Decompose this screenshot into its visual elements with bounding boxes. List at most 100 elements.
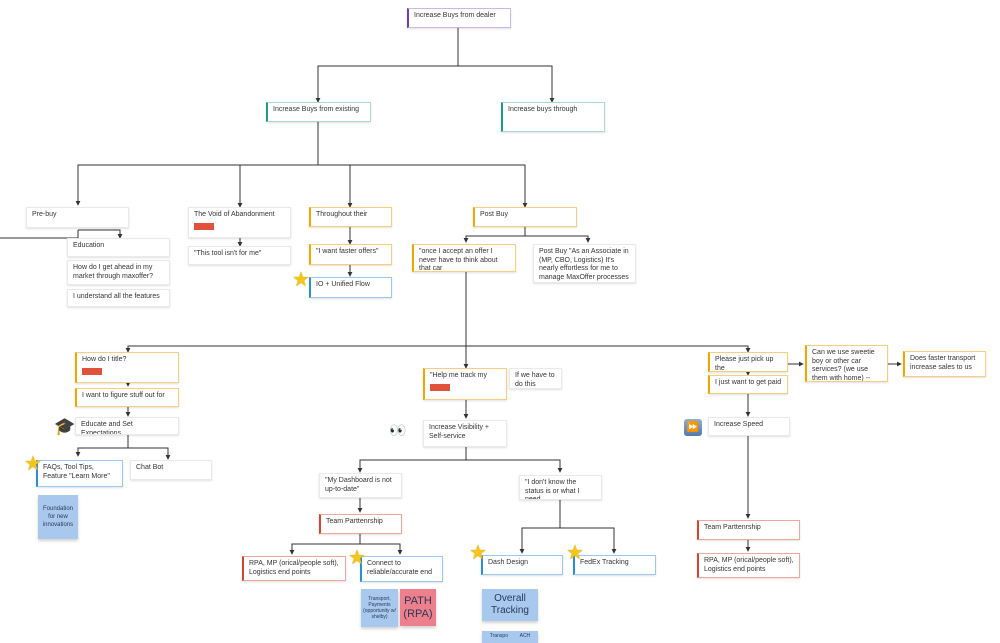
- fast-forward-icon: ⏩: [684, 419, 702, 436]
- node-dash-design[interactable]: Dash Design: [481, 555, 563, 575]
- node-dashboard[interactable]: "My Dashboard is not up-to-date": [319, 473, 402, 498]
- node-team2-label: Team Parttenrship: [704, 524, 761, 531]
- node-connect[interactable]: Connect to reliable/accurate end: [360, 556, 443, 582]
- node-through[interactable]: Increase buys through: [501, 102, 605, 132]
- node-paid-label: I just want to get paid: [715, 379, 782, 386]
- node-associate-label: Post Buy "As an Associate in (MP, CBO, L…: [539, 248, 629, 281]
- node-track[interactable]: "Help me track my: [423, 368, 507, 400]
- node-rpa2-label: RPA, MP (orical/people soft), Logistics …: [704, 557, 794, 573]
- node-features[interactable]: I understand all the features: [67, 289, 170, 307]
- connector-existing-branches: [75, 122, 319, 206]
- node-accept[interactable]: "once I accept an offer I never have to …: [412, 244, 516, 272]
- eyes-icon: 👀: [389, 422, 407, 438]
- node-throughout-label: Throughout their: [316, 211, 368, 218]
- node-pickup[interactable]: Please just pick up the: [708, 352, 788, 372]
- star-icon: ★: [348, 547, 366, 569]
- node-faster-offers[interactable]: "I want faster offers": [309, 244, 392, 265]
- node-educate[interactable]: Educate and Set Expectations: [75, 417, 179, 435]
- node-paid[interactable]: I just want to get paid: [708, 375, 788, 394]
- star-icon: ★: [469, 542, 487, 564]
- node-faqs-label: FAQs, Tool Tips, Feature "Learn More": [43, 464, 110, 480]
- sticky-partial-a: Transpo: [489, 633, 508, 639]
- node-team1-label: Team Parttenrship: [326, 518, 383, 525]
- redacted-bar: [82, 367, 102, 375]
- connector-root-through: [458, 65, 555, 103]
- node-fedex[interactable]: FedEx Tracking: [573, 555, 656, 575]
- node-education-label: Education: [73, 242, 105, 249]
- node-transport[interactable]: Does faster transport increase sales to …: [903, 351, 986, 377]
- node-connect-label: Connect to reliable/accurate end: [367, 560, 432, 576]
- node-features-label: I understand all the features: [73, 293, 160, 300]
- star-icon: ★: [24, 453, 42, 475]
- node-team2[interactable]: Team Parttenrship: [697, 520, 800, 540]
- node-team1[interactable]: Team Parttenrship: [319, 514, 402, 534]
- node-fedex-label: FedEx Tracking: [580, 559, 629, 566]
- node-dont-know[interactable]: "I don't know the status is or what I ne…: [519, 475, 602, 500]
- sticky-transport-payments[interactable]: Transport, Payments (opportunity w/ shel…: [361, 589, 398, 627]
- node-dont-know-label: "I don't know the status is or what I ne…: [525, 479, 580, 500]
- node-track-label: "Help me track my: [430, 372, 487, 379]
- node-chatbot[interactable]: Chat Bot: [130, 460, 212, 480]
- node-chatbot-label: Chat Bot: [136, 464, 164, 471]
- node-sweetie-label: Can we use sweetie boy or other car serv…: [812, 349, 875, 382]
- node-throughout[interactable]: Throughout their: [309, 207, 392, 227]
- redacted-bar: [194, 222, 214, 230]
- star-icon: ★: [566, 542, 584, 564]
- node-root-label: Increase Buys from dealer: [414, 12, 496, 19]
- node-if-we-have[interactable]: If we have to do this: [509, 368, 562, 389]
- node-dash-design-label: Dash Design: [488, 559, 529, 566]
- node-rpa2[interactable]: RPA, MP (orical/people soft), Logistics …: [697, 553, 800, 578]
- node-postbuy[interactable]: Post Buy: [473, 207, 577, 227]
- node-visibility-label: Increase Visibility + Self-service: [429, 424, 489, 440]
- node-tool[interactable]: "This tool isn't for me": [188, 246, 291, 265]
- node-speed[interactable]: Increase Speed: [708, 417, 790, 436]
- sticky-path-label: PATH (RPA): [403, 594, 433, 620]
- node-ahead[interactable]: How do I get ahead in my market through …: [67, 260, 170, 285]
- sticky-partial[interactable]: Transpo ACH: [482, 631, 538, 643]
- node-accept-label: "once I accept an offer I never have to …: [419, 248, 498, 272]
- node-root[interactable]: Increase Buys from dealer: [407, 8, 511, 28]
- sticky-transport-payments-label: Transport, Payments (opportunity w/ shel…: [363, 596, 396, 620]
- node-prebuy[interactable]: Pre-buy: [26, 207, 129, 228]
- node-faqs[interactable]: FAQs, Tool Tips, Feature "Learn More": [36, 460, 123, 487]
- node-existing-label: Increase Buys from existing: [273, 106, 359, 113]
- sticky-overall[interactable]: Overall Tracking: [482, 589, 538, 621]
- node-speed-label: Increase Speed: [714, 421, 764, 428]
- node-title[interactable]: How do I title?: [75, 352, 179, 383]
- node-prebuy-label: Pre-buy: [32, 211, 57, 218]
- sticky-path[interactable]: PATH (RPA): [400, 589, 436, 626]
- node-education[interactable]: Education: [67, 238, 170, 257]
- node-associate[interactable]: Post Buy "As an Associate in (MP, CBO, L…: [533, 244, 636, 283]
- node-void-label: The Void of Abandonment: [194, 211, 275, 218]
- node-figure[interactable]: I want to figure stuff out for: [75, 388, 179, 407]
- connector-root-existing: [315, 28, 459, 103]
- node-figure-label: I want to figure stuff out for: [82, 392, 165, 399]
- redacted-bar: [430, 383, 450, 391]
- sticky-partial-b: ACH: [519, 633, 531, 639]
- node-faster-offers-label: "I want faster offers": [316, 248, 379, 255]
- graduation-cap-icon: 🎓: [54, 417, 76, 436]
- node-if-we-have-label: If we have to do this: [515, 372, 555, 388]
- node-rpa1-label: RPA, MP (orical/people soft), Logistics …: [249, 560, 339, 576]
- node-existing[interactable]: Increase Buys from existing: [266, 102, 371, 122]
- node-pickup-label: Please just pick up the: [715, 356, 774, 372]
- node-void[interactable]: The Void of Abandonment: [188, 207, 291, 238]
- sticky-foundation-label: Foundation for new innovations: [42, 506, 74, 528]
- node-transport-label: Does faster transport increase sales to …: [910, 355, 976, 371]
- node-ahead-label: How do I get ahead in my market through …: [73, 264, 154, 280]
- node-through-label: Increase buys through: [508, 106, 578, 113]
- node-tool-label: "This tool isn't for me": [194, 250, 262, 257]
- node-dashboard-label: "My Dashboard is not up-to-date": [325, 477, 392, 493]
- star-icon: ★: [292, 269, 310, 291]
- node-rpa1[interactable]: RPA, MP (orical/people soft), Logistics …: [242, 556, 346, 581]
- node-postbuy-label: Post Buy: [480, 211, 509, 218]
- node-educate-label: Educate and Set Expectations: [81, 421, 133, 435]
- node-io-flow-label: IO + Unified Flow: [316, 281, 370, 288]
- sticky-foundation[interactable]: Foundation for new innovations: [38, 495, 78, 539]
- node-io-flow[interactable]: IO + Unified Flow: [309, 277, 392, 298]
- node-visibility[interactable]: Increase Visibility + Self-service: [423, 420, 507, 447]
- node-sweetie[interactable]: Can we use sweetie boy or other car serv…: [805, 345, 888, 382]
- sticky-overall-label: Overall Tracking: [491, 593, 529, 616]
